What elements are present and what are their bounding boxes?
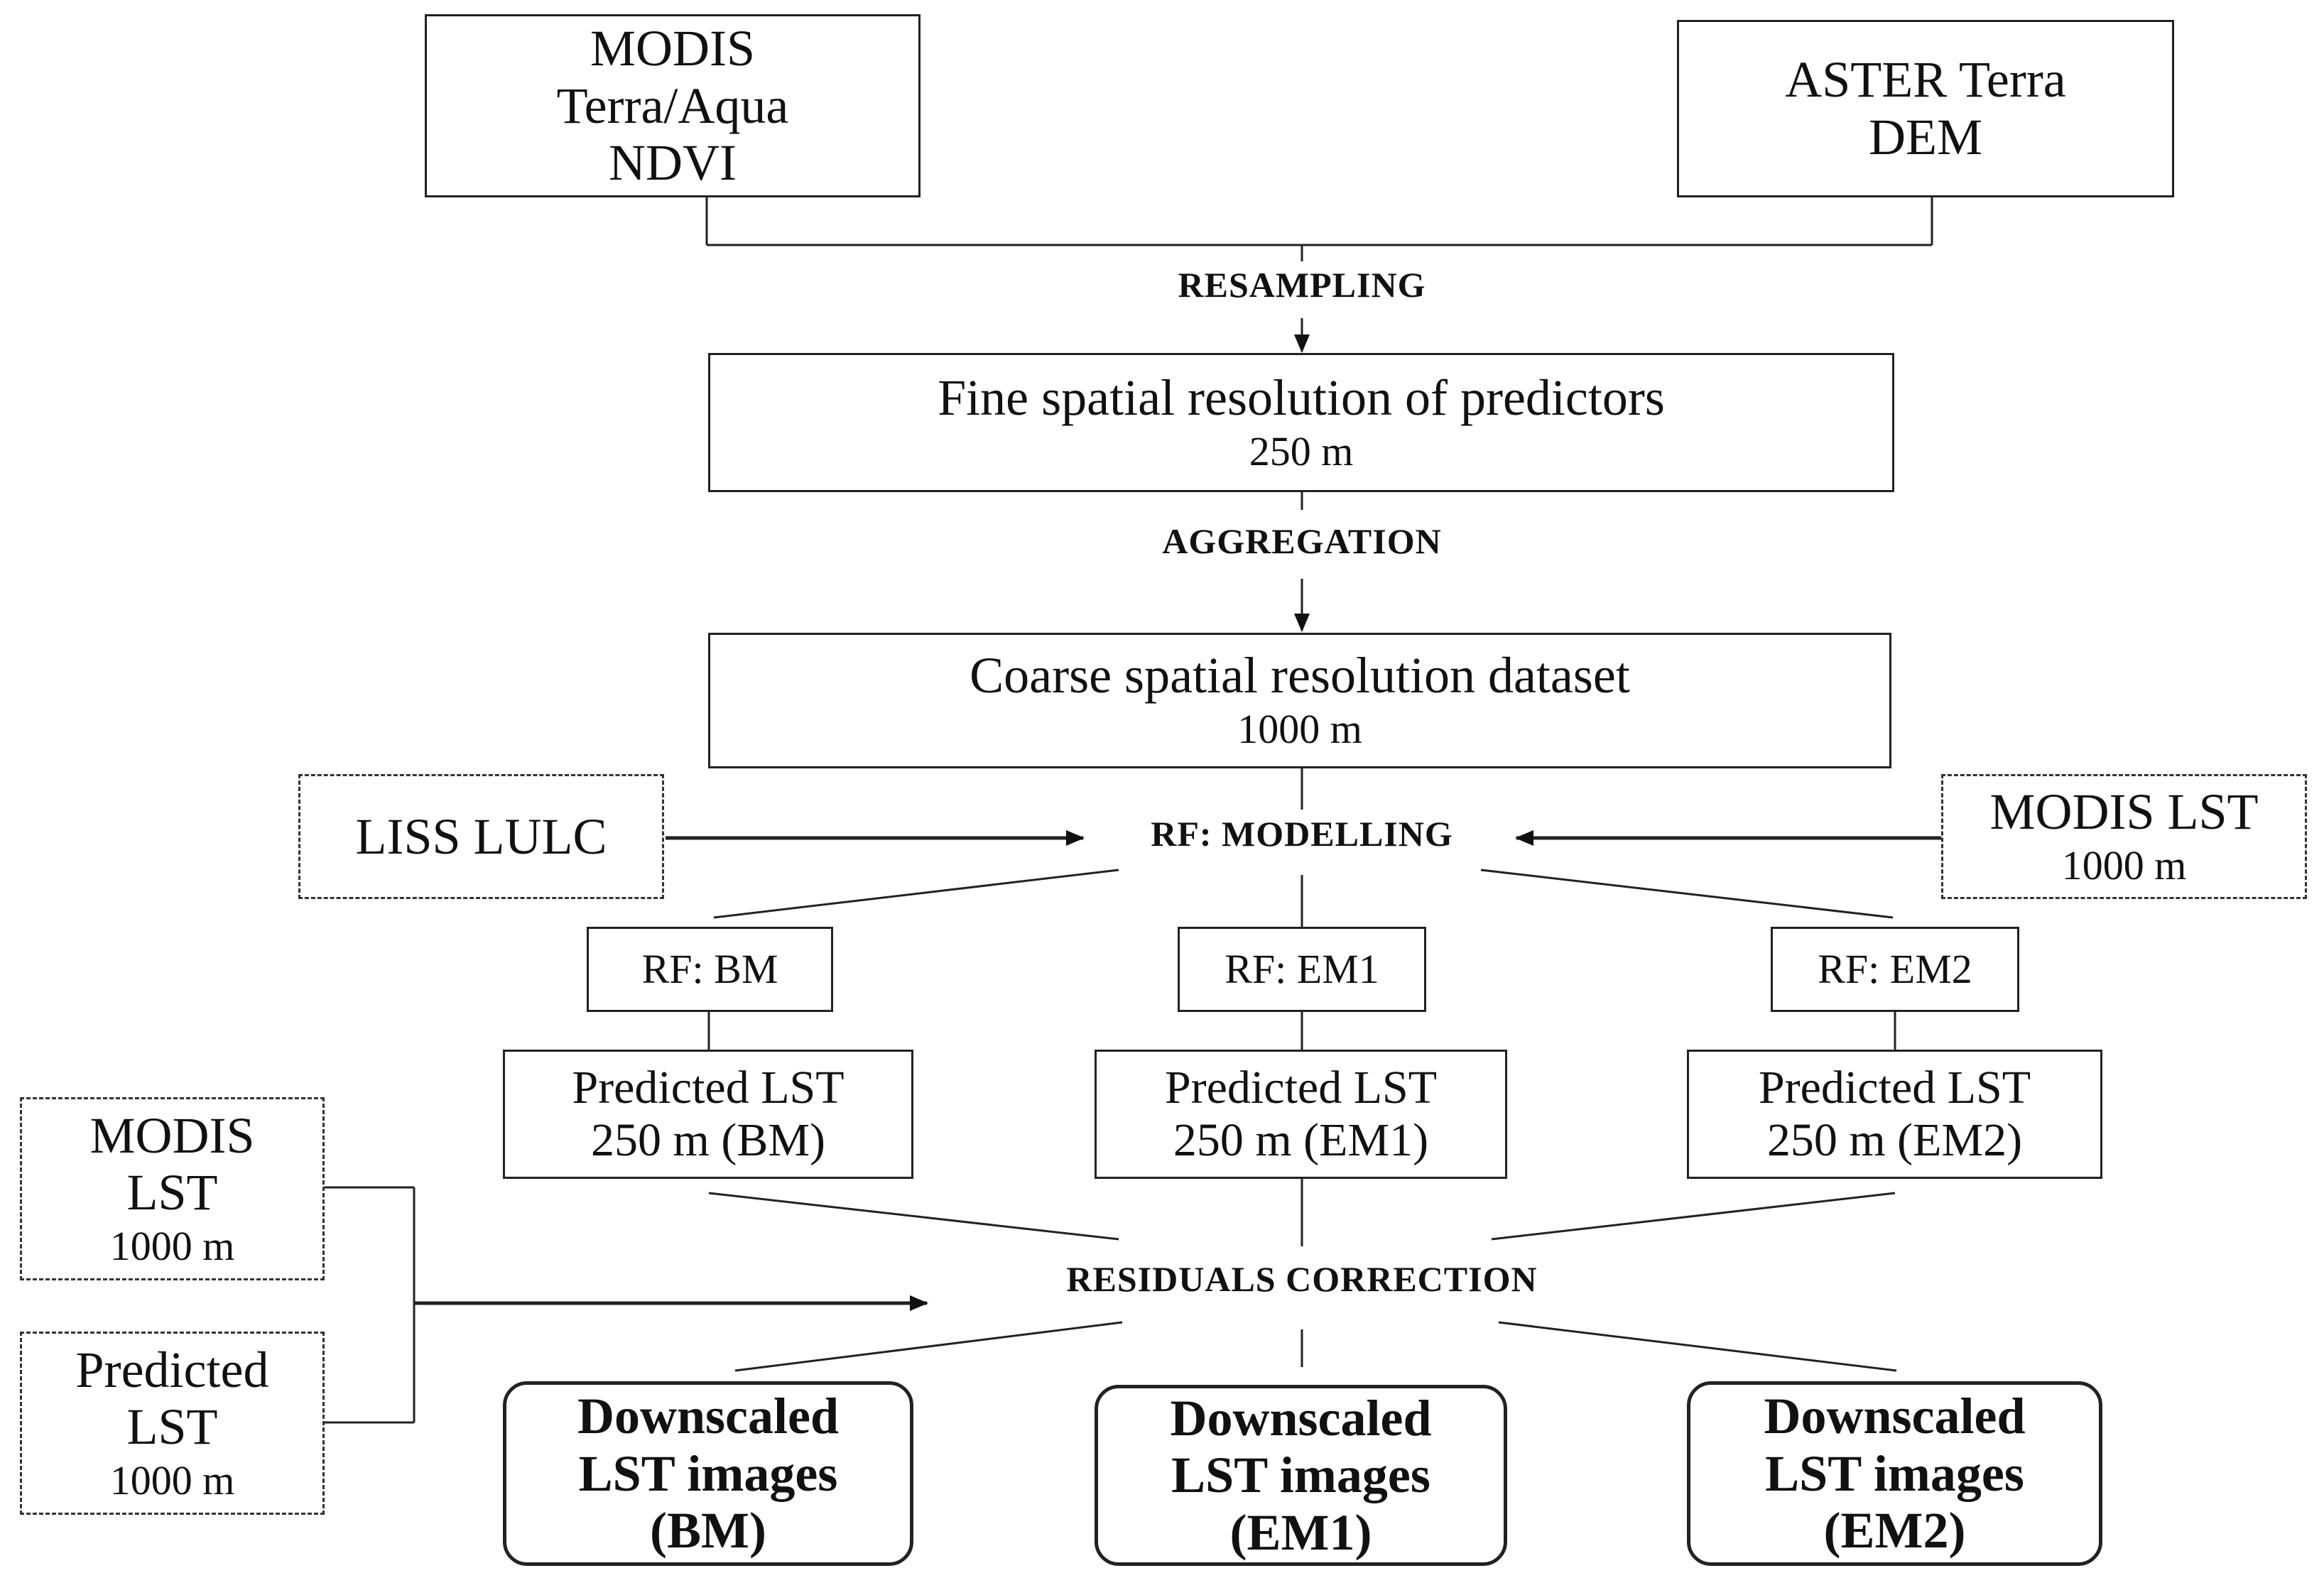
- modis-ndvi-line-1: MODIS: [590, 20, 756, 77]
- downscaled-em1-line-2: LST images: [1171, 1447, 1430, 1504]
- rf-bm-box: RF: BM: [587, 927, 833, 1012]
- resampling-label: RESAMPLING: [1172, 264, 1432, 305]
- modis-lst-left-box: MODIS LST 1000 m: [20, 1097, 325, 1280]
- modelling-to-bm-line: [713, 869, 1119, 919]
- liss-lulc-box: LISS LULC: [298, 774, 664, 899]
- predicted-bm-line-1: Predicted LST: [572, 1062, 845, 1114]
- predicted-em1-line-1: Predicted LST: [1164, 1062, 1438, 1114]
- downscaled-bm-line-2: LST images: [578, 1444, 838, 1502]
- downscaled-em2-box: Downscaled LST images (EM2): [1687, 1381, 2102, 1566]
- predicted-bm-to-residuals-line: [708, 1192, 1119, 1241]
- predicted-em1-line-2: 250 m (EM1): [1173, 1114, 1429, 1166]
- rf-em1-box: RF: EM1: [1178, 927, 1426, 1012]
- predicted-bm-line-2: 250 m (BM): [591, 1114, 825, 1166]
- aggregation-label: AGGREGATION: [1156, 521, 1448, 562]
- predicted-lst-left-resolution: 1000 m: [109, 1457, 235, 1503]
- rf-modelling-label: RF: MODELLING: [1145, 813, 1459, 854]
- predicted-em2-to-residuals-line: [1491, 1192, 1896, 1241]
- modis-ndvi-box: MODIS Terra/Aqua NDVI: [425, 14, 921, 197]
- downscaled-bm-line-3: (BM): [650, 1502, 766, 1560]
- predicted-lst-em1-box: Predicted LST 250 m (EM1): [1095, 1050, 1507, 1179]
- modis-lst-left-line-2: LST: [126, 1164, 218, 1221]
- downscaled-em1-line-1: Downscaled: [1170, 1389, 1432, 1447]
- downscaled-em1-line-3: (EM1): [1229, 1503, 1372, 1561]
- rf-em2-label: RF: EM2: [1818, 945, 1972, 992]
- coarse-dataset-title: Coarse spatial resolution dataset: [970, 647, 1630, 704]
- downscaled-bm-line-1: Downscaled: [577, 1388, 839, 1445]
- residuals-to-em2-line: [1498, 1321, 1897, 1372]
- predicted-lst-left-line-1: Predicted: [75, 1341, 269, 1398]
- modis-lst-right-box: MODIS LST 1000 m: [1941, 774, 2307, 899]
- predicted-em2-line-2: 250 m (EM2): [1766, 1114, 2023, 1166]
- fine-predictors-box: Fine spatial resolution of predictors 25…: [708, 353, 1894, 492]
- downscaled-em2-line-2: LST images: [1765, 1444, 2024, 1502]
- fine-predictors-resolution: 250 m: [1249, 428, 1354, 474]
- predicted-lst-em2-box: Predicted LST 250 m (EM2): [1687, 1050, 2102, 1179]
- modis-lst-left-line-1: MODIS: [89, 1106, 255, 1164]
- modis-ndvi-line-3: NDVI: [609, 134, 737, 192]
- predicted-lst-left-box: Predicted LST 1000 m: [20, 1332, 325, 1515]
- downscaled-em2-line-1: Downscaled: [1764, 1388, 2026, 1445]
- rf-bm-label: RF: BM: [641, 945, 778, 992]
- downscaled-em1-box: Downscaled LST images (EM1): [1095, 1385, 1507, 1566]
- fine-predictors-title: Fine spatial resolution of predictors: [938, 369, 1665, 426]
- rf-em2-box: RF: EM2: [1771, 927, 2019, 1012]
- residuals-to-bm-line: [734, 1321, 1123, 1372]
- liss-lulc-text: LISS LULC: [355, 807, 607, 865]
- modelling-to-em2-line: [1480, 869, 1894, 919]
- downscaled-em2-line-3: (EM2): [1823, 1502, 1966, 1560]
- aster-dem-box: ASTER Terra DEM: [1677, 20, 2174, 197]
- rf-em1-label: RF: EM1: [1225, 945, 1379, 992]
- predicted-lst-bm-box: Predicted LST 250 m (BM): [503, 1050, 913, 1179]
- predicted-em2-line-1: Predicted LST: [1758, 1062, 2031, 1114]
- modis-lst-right-resolution: 1000 m: [2061, 842, 2187, 888]
- modis-ndvi-line-2: Terra/Aqua: [556, 77, 789, 134]
- coarse-dataset-box: Coarse spatial resolution dataset 1000 m: [708, 633, 1891, 768]
- coarse-dataset-resolution: 1000 m: [1237, 706, 1362, 753]
- downscaled-bm-box: Downscaled LST images (BM): [503, 1381, 913, 1566]
- predicted-lst-left-line-2: LST: [126, 1398, 218, 1456]
- aster-dem-line-1: ASTER Terra: [1785, 51, 2066, 109]
- aster-dem-line-2: DEM: [1869, 109, 1982, 165]
- residuals-correction-label: RESIDUALS CORRECTION: [1060, 1258, 1543, 1300]
- modis-lst-right-title: MODIS LST: [1989, 783, 2259, 840]
- modis-lst-left-resolution: 1000 m: [109, 1222, 235, 1269]
